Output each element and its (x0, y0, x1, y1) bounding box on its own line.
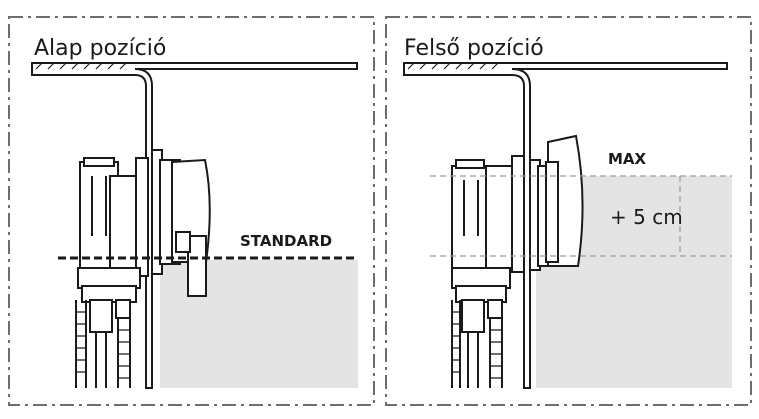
hose-connection (75, 267, 141, 388)
offset-label: + 5 cm (610, 205, 683, 229)
panel-standard-position: Alap pozíció (8, 16, 375, 406)
panel-frame (8, 16, 375, 406)
panel-upper-position: Felső pozíció (385, 16, 752, 406)
pool-wall (403, 62, 728, 389)
skimmer-body (451, 134, 584, 273)
hose-connection (451, 267, 511, 388)
pool-wall (31, 62, 358, 389)
panel-frame (385, 16, 752, 406)
deck-hatching (407, 62, 499, 70)
skimmer-body (79, 149, 211, 297)
standard-level-label: STANDARD (240, 232, 332, 250)
deck-hatching (35, 62, 127, 70)
panel-title: Felső pozíció (404, 36, 544, 61)
max-level-label: MAX (608, 150, 647, 168)
panel-title: Alap pozíció (34, 36, 166, 61)
